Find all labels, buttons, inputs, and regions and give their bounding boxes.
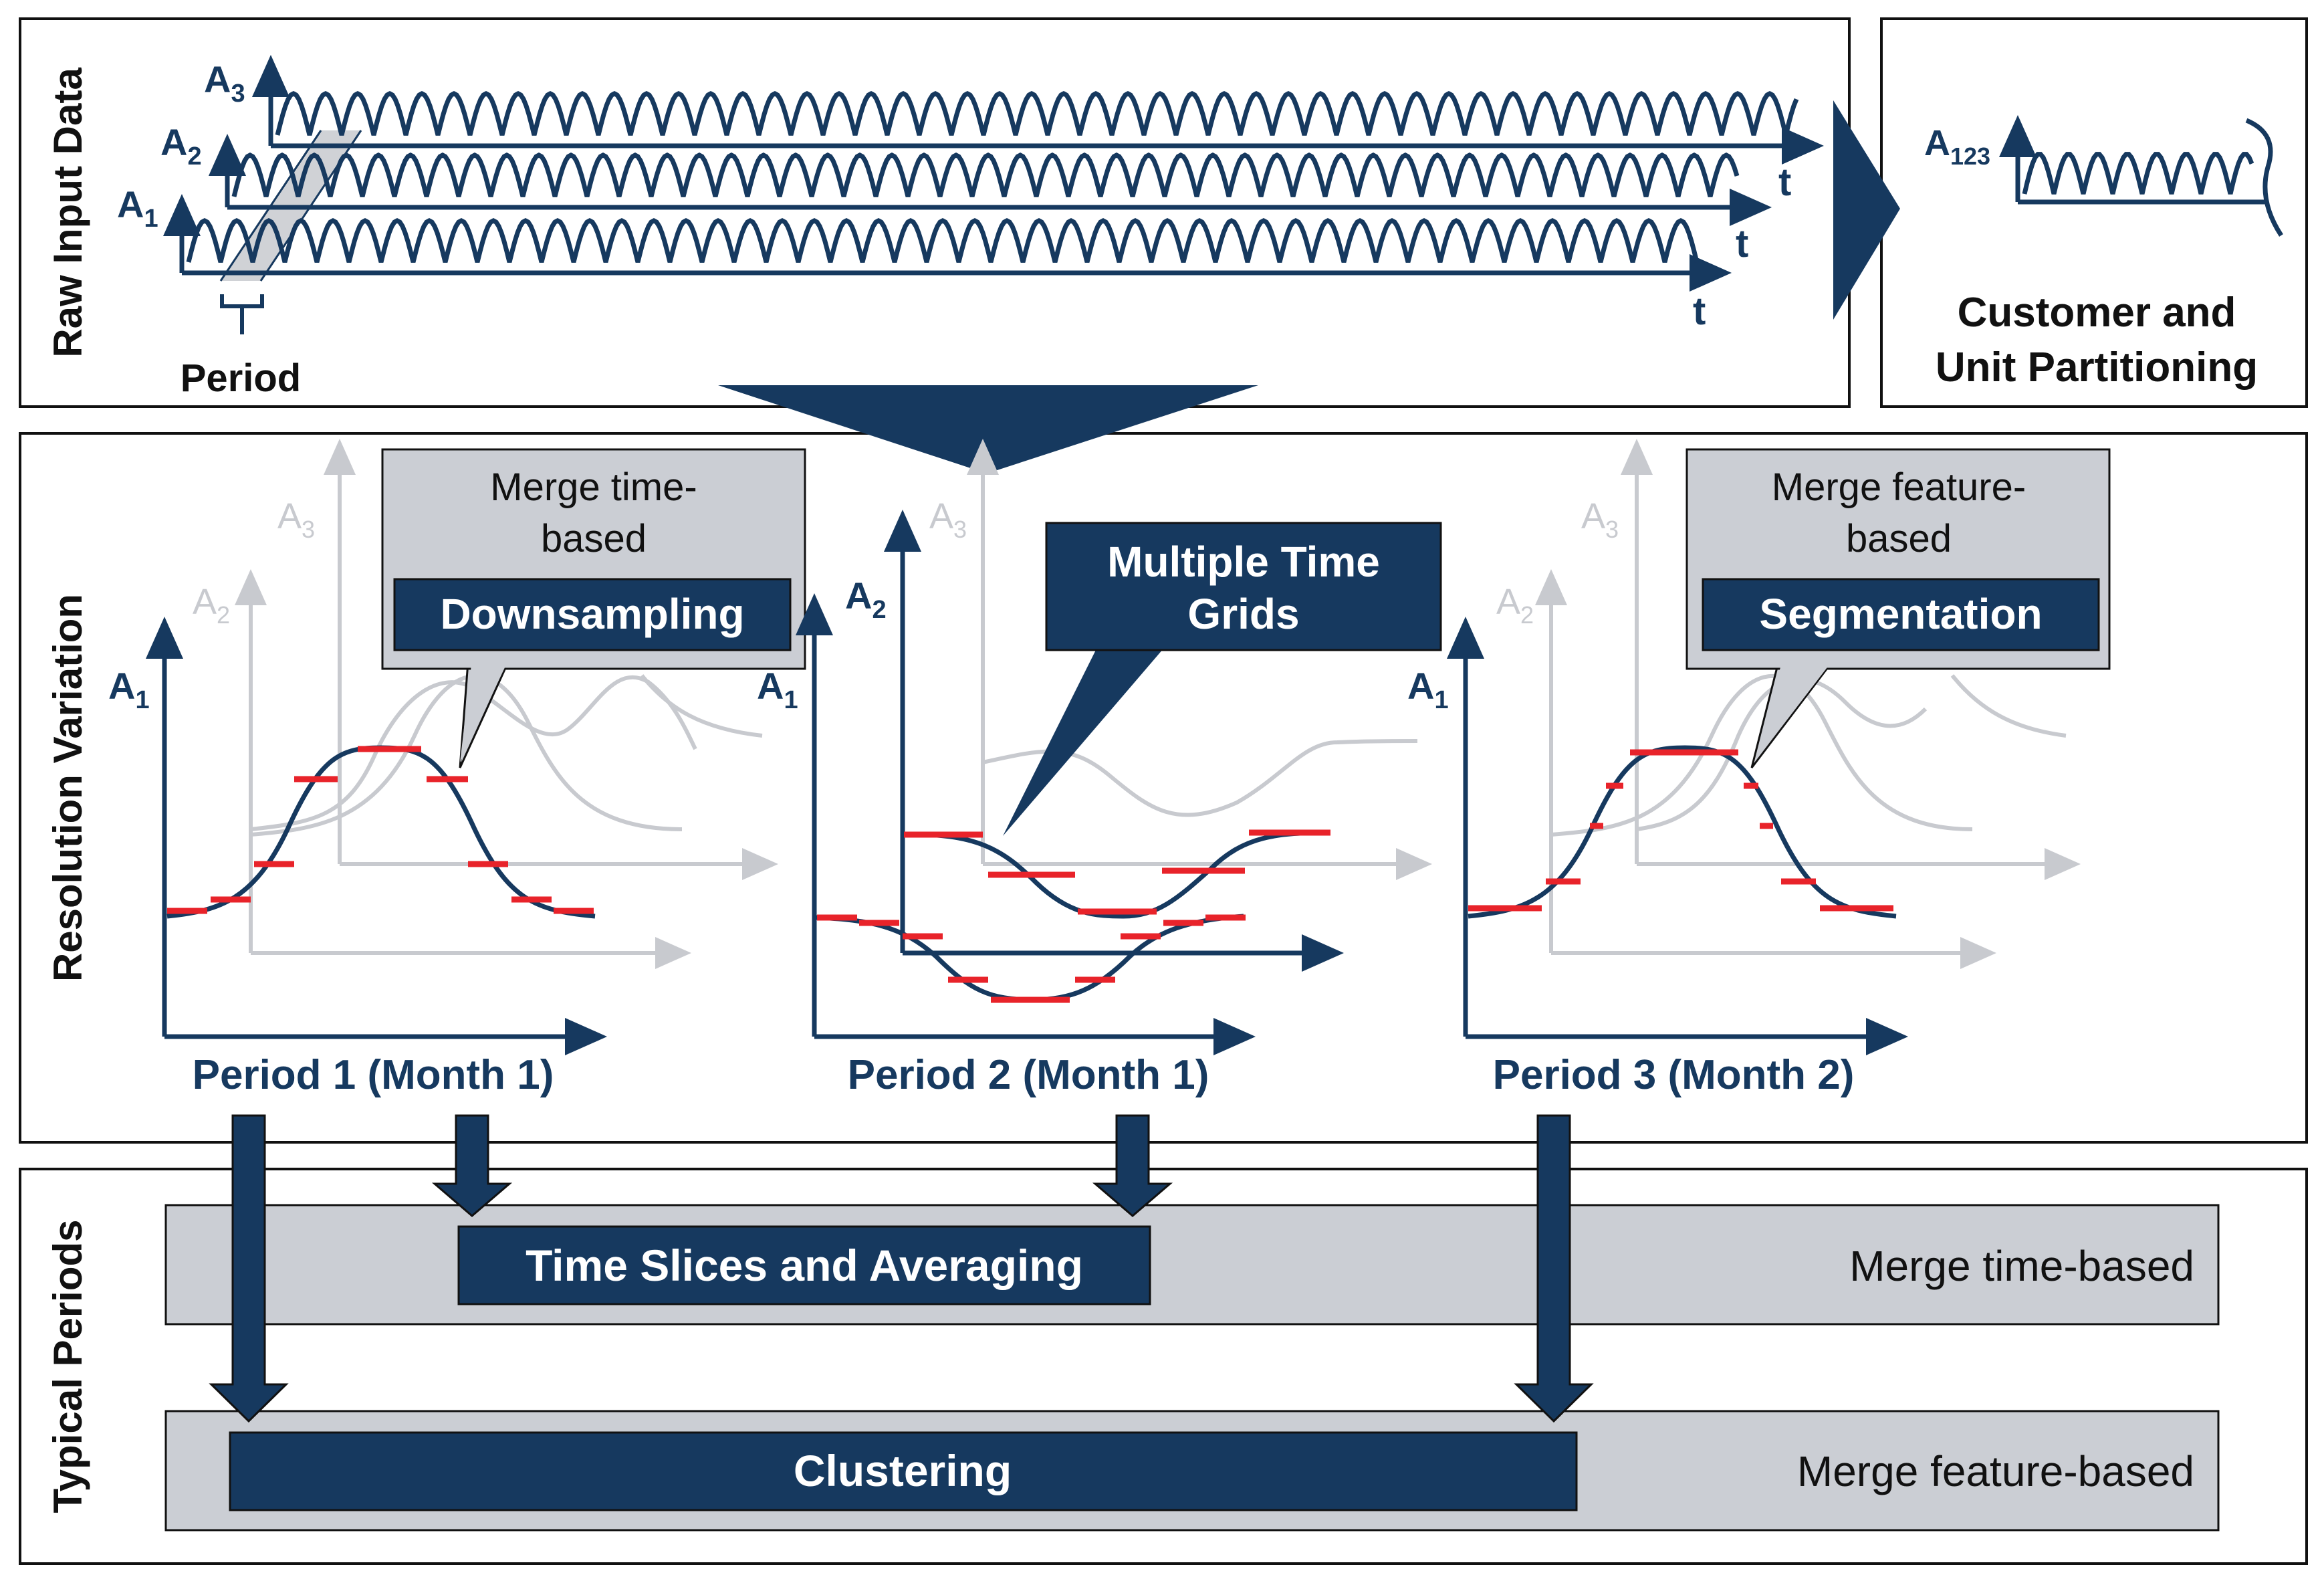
partitioning-axis-a123: A123 [1924,123,1990,170]
period-bracket [220,294,264,334]
svg-text:A3: A3 [929,496,967,543]
section-title-raw: Raw Input Data [45,68,90,358]
raw-axis-a1: A1 [117,183,158,233]
time-slices-box [457,1225,1151,1305]
segmentation-label: Segmentation [1759,590,2042,638]
grids-line1: Multiple Time [1107,538,1380,586]
downsampling-label: Downsampling [440,590,744,638]
period1-chart: A3 A2 A1 Merge time- based Downsampling [108,439,806,1098]
raw-axis-a3: A3 [204,58,245,108]
partitioning-title-line2: Unit Partitioning [1936,344,2258,391]
period1-label: Period 1 (Month 1) [193,1052,554,1098]
section-title-typical: Typical Periods [45,1219,90,1513]
period2-chart: A3 A2 A1 [757,439,1442,1098]
segmentation-merge-line2: based [1846,517,1952,560]
svg-text:A3: A3 [277,496,315,543]
raw-series-a2 [231,152,1740,197]
raw-input-panel [19,17,1851,408]
svg-text:A2: A2 [845,574,887,624]
raw-t-label-3: t [1778,161,1791,204]
time-slices-label: Time Slices and Averaging [526,1241,1083,1290]
period3-chart: A3 A2 A1 Merge feature- based Segmentati… [1407,439,2111,1098]
svg-text:A2: A2 [1496,582,1534,629]
merge-time-label: Merge time-based [1849,1242,2194,1290]
segmentation-merge-line1: Merge feature- [1772,465,2026,509]
svg-text:A2: A2 [193,582,230,629]
raw-t-label-1: t [1693,290,1706,333]
svg-text:A1: A1 [1407,665,1449,714]
merge-feature-label: Merge feature-based [1797,1447,2194,1495]
svg-text:A3: A3 [1581,496,1619,543]
section-title-resolution: Resolution Variation [45,594,90,982]
raw-t-label-2: t [1736,222,1748,266]
arrow-to-partitioning [1833,100,1900,320]
raw-axis-a2: A2 [160,121,202,171]
period-label: Period [181,356,302,400]
flow-arrows [209,1114,1594,1423]
clustering-label: Clustering [794,1446,1012,1495]
raw-series-a3 [275,91,1799,136]
partitioning-series [2022,152,2254,195]
grids-line2: Grids [1187,590,1299,638]
svg-text:A1: A1 [757,665,798,714]
downsampling-merge-line2: based [541,517,647,560]
partitioning-title-line1: Customer and [1958,290,2236,336]
arrow-to-resolution [718,385,1258,473]
partitioning-axes [1999,115,2283,237]
raw-axes [163,55,1824,292]
period3-label: Period 3 (Month 2) [1493,1052,1855,1098]
downsampling-merge-line1: Merge time- [490,465,697,509]
svg-text:A1: A1 [108,665,150,714]
clustering-box [229,1431,1578,1511]
raw-series-a1 [186,218,1700,263]
period2-label: Period 2 (Month 1) [848,1052,1209,1098]
partitioning-panel [1880,17,2308,408]
